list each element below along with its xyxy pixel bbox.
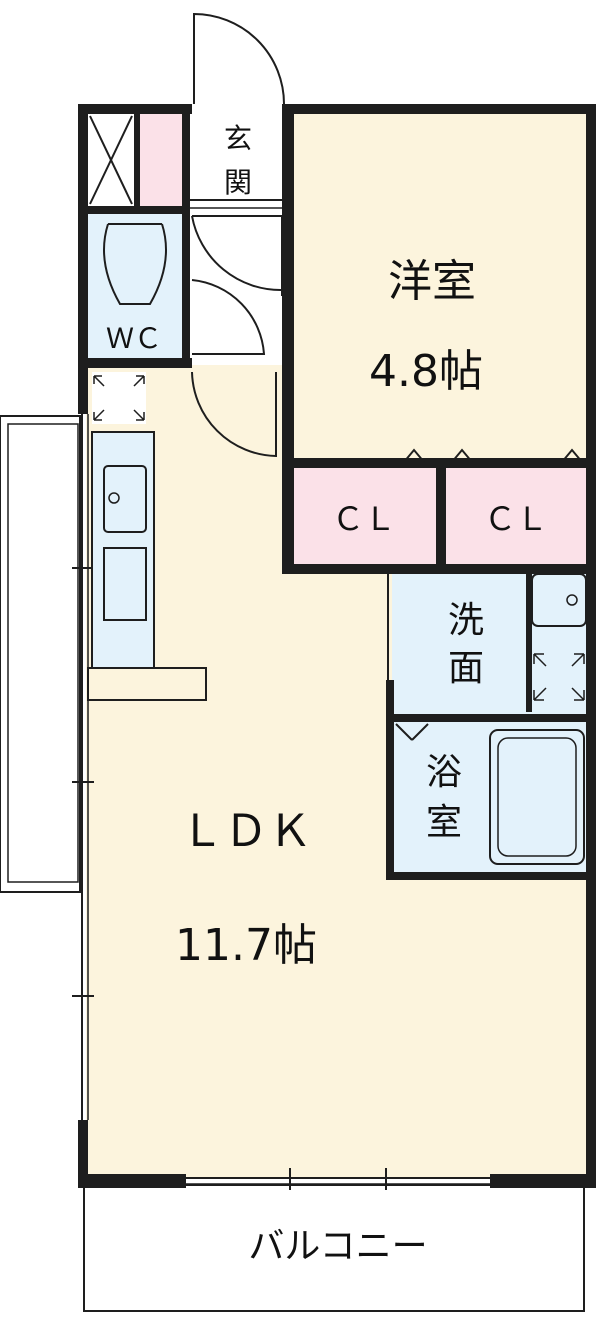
closet-bottom-wall bbox=[282, 564, 596, 574]
bathroom-label-2: 室 bbox=[426, 802, 462, 843]
range-hood-vent-icon bbox=[92, 372, 146, 424]
closet-door-mark bbox=[403, 448, 425, 463]
side-balcony-inner bbox=[7, 423, 79, 883]
bath-door-mark bbox=[395, 723, 413, 741]
closet-door-mark bbox=[451, 448, 473, 463]
ldk-size: 11.7帖 bbox=[175, 920, 317, 971]
toilet-door-swing bbox=[191, 215, 283, 292]
closet-divider-wall bbox=[436, 464, 446, 568]
toilet-right-wall bbox=[182, 104, 190, 366]
balcony-label: バルコニー bbox=[248, 1226, 427, 1267]
bath-top-wall bbox=[392, 714, 596, 722]
left-wall-top bbox=[78, 104, 88, 414]
washbasin-drain bbox=[566, 594, 578, 606]
storage-x-mark bbox=[89, 115, 133, 205]
kitchen-bar bbox=[87, 667, 207, 701]
kitchen-sink bbox=[103, 465, 147, 533]
side-balcony-outline bbox=[0, 415, 81, 893]
western-room-floor bbox=[290, 112, 588, 464]
bathroom-label-1: 浴 bbox=[426, 752, 462, 793]
bathtub bbox=[489, 729, 585, 865]
ldk-door-swing bbox=[191, 371, 277, 458]
western-room-bottom-wall bbox=[282, 458, 596, 468]
toilet-bottom-wall bbox=[78, 358, 192, 368]
washing-machine-icon bbox=[533, 653, 585, 701]
entrance-label-1: 玄 bbox=[224, 122, 252, 155]
washbasin bbox=[531, 573, 587, 627]
ldk-name: ＬＤＫ bbox=[180, 806, 312, 857]
wash-right-divider bbox=[526, 574, 532, 712]
bath-bottom-wall bbox=[386, 872, 596, 880]
entrance-label-2: 関 bbox=[224, 166, 252, 199]
left-wall-bottom bbox=[78, 1120, 88, 1188]
closet-2-floor bbox=[446, 468, 588, 564]
entrance-divider-wall bbox=[282, 104, 294, 464]
western-door-swing bbox=[191, 279, 266, 355]
stove-area bbox=[103, 547, 147, 621]
closet-left-wall bbox=[282, 464, 294, 572]
wet-left-wall bbox=[386, 680, 394, 880]
toilet-floor bbox=[86, 212, 184, 360]
entrance-floor bbox=[186, 112, 284, 364]
washroom-label-2: 面 bbox=[448, 648, 484, 689]
western-room-size: 4.8帖 bbox=[369, 346, 483, 397]
closet-door-mark bbox=[561, 448, 583, 463]
top-wall-right bbox=[282, 104, 596, 114]
bath-door-mark bbox=[411, 723, 429, 741]
shoe-cabinet bbox=[140, 112, 182, 208]
storage-inner-wall bbox=[134, 112, 140, 208]
storage-divider-wall bbox=[78, 206, 190, 214]
toilet-bowl bbox=[103, 223, 167, 305]
balcony-outline bbox=[83, 1184, 585, 1312]
sink-drain bbox=[108, 492, 120, 504]
closet-1-floor bbox=[294, 468, 436, 564]
western-room-name: 洋室 bbox=[388, 256, 476, 307]
closet-2-label: ＣＬ bbox=[484, 500, 548, 538]
toilet-label: ＷＣ bbox=[106, 322, 162, 355]
top-wall-left bbox=[78, 104, 192, 114]
closet-1-label: ＣＬ bbox=[332, 500, 396, 538]
bathtub-inner bbox=[497, 737, 577, 857]
entry-door-swing bbox=[193, 12, 285, 105]
bottom-wall-right bbox=[490, 1174, 596, 1188]
bottom-wall-left bbox=[78, 1174, 186, 1188]
washroom-label-1: 洗 bbox=[448, 600, 484, 641]
right-wall bbox=[586, 104, 596, 1188]
